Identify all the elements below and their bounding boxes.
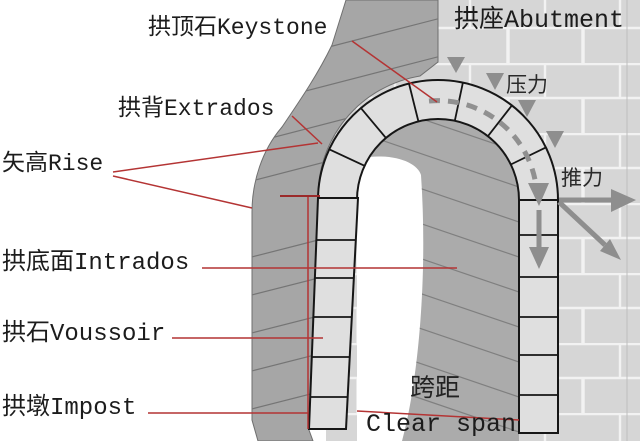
label-keystone: 拱顶石Keystone bbox=[148, 15, 328, 41]
right-pier bbox=[518, 199, 559, 434]
arch-opening bbox=[357, 118, 520, 441]
background-mask bbox=[0, 0, 346, 441]
label-extrados: 拱背Extrados bbox=[118, 96, 275, 122]
thrust-dashed-arc-icon bbox=[428, 98, 540, 198]
extrados-leader bbox=[291, 115, 323, 145]
resultant-arrow-diagonal-icon bbox=[600, 239, 621, 260]
intrados-surface bbox=[369, 118, 520, 441]
rise-leader-upper bbox=[112, 142, 319, 173]
label-abutment: 拱座Abutment bbox=[454, 6, 625, 35]
thrust-arrow-right-icon bbox=[611, 189, 636, 212]
label-voussoir: 拱石Voussoir bbox=[2, 321, 166, 348]
label-clear-span-zh: 跨距 bbox=[410, 375, 461, 404]
pressure-arrow-icon bbox=[447, 57, 465, 73]
label-clear-span-en: Clear span bbox=[366, 410, 517, 439]
thrust-arc-arrowhead-icon bbox=[528, 183, 549, 206]
resultant-arrow-shaft bbox=[557, 200, 607, 247]
pressure-arrows bbox=[447, 57, 564, 148]
thrust-flow bbox=[428, 98, 549, 206]
left-pier bbox=[307, 197, 360, 430]
label-rise: 矢高Rise bbox=[2, 151, 104, 177]
left-pier-joints bbox=[310, 239, 356, 398]
label-pressure: 压力 bbox=[506, 76, 548, 99]
clear-span-line bbox=[356, 410, 520, 421]
label-thrust: 推力 bbox=[561, 169, 603, 192]
label-intrados: 拱底面Intrados bbox=[2, 250, 190, 277]
weight-arrow-down-icon bbox=[529, 247, 549, 269]
right-pier-joints bbox=[519, 234, 558, 396]
pressure-arrow-icon bbox=[518, 100, 536, 117]
leader-lines bbox=[112, 40, 520, 429]
rise-leader-lower bbox=[112, 175, 253, 209]
pressure-arrow-icon bbox=[486, 73, 504, 90]
pressure-arrow-icon bbox=[546, 131, 564, 148]
label-impost: 拱墩Impost bbox=[2, 395, 137, 422]
arch-ring bbox=[316, 79, 560, 201]
keystone-leader bbox=[351, 40, 438, 103]
force-arrows bbox=[529, 189, 636, 269]
